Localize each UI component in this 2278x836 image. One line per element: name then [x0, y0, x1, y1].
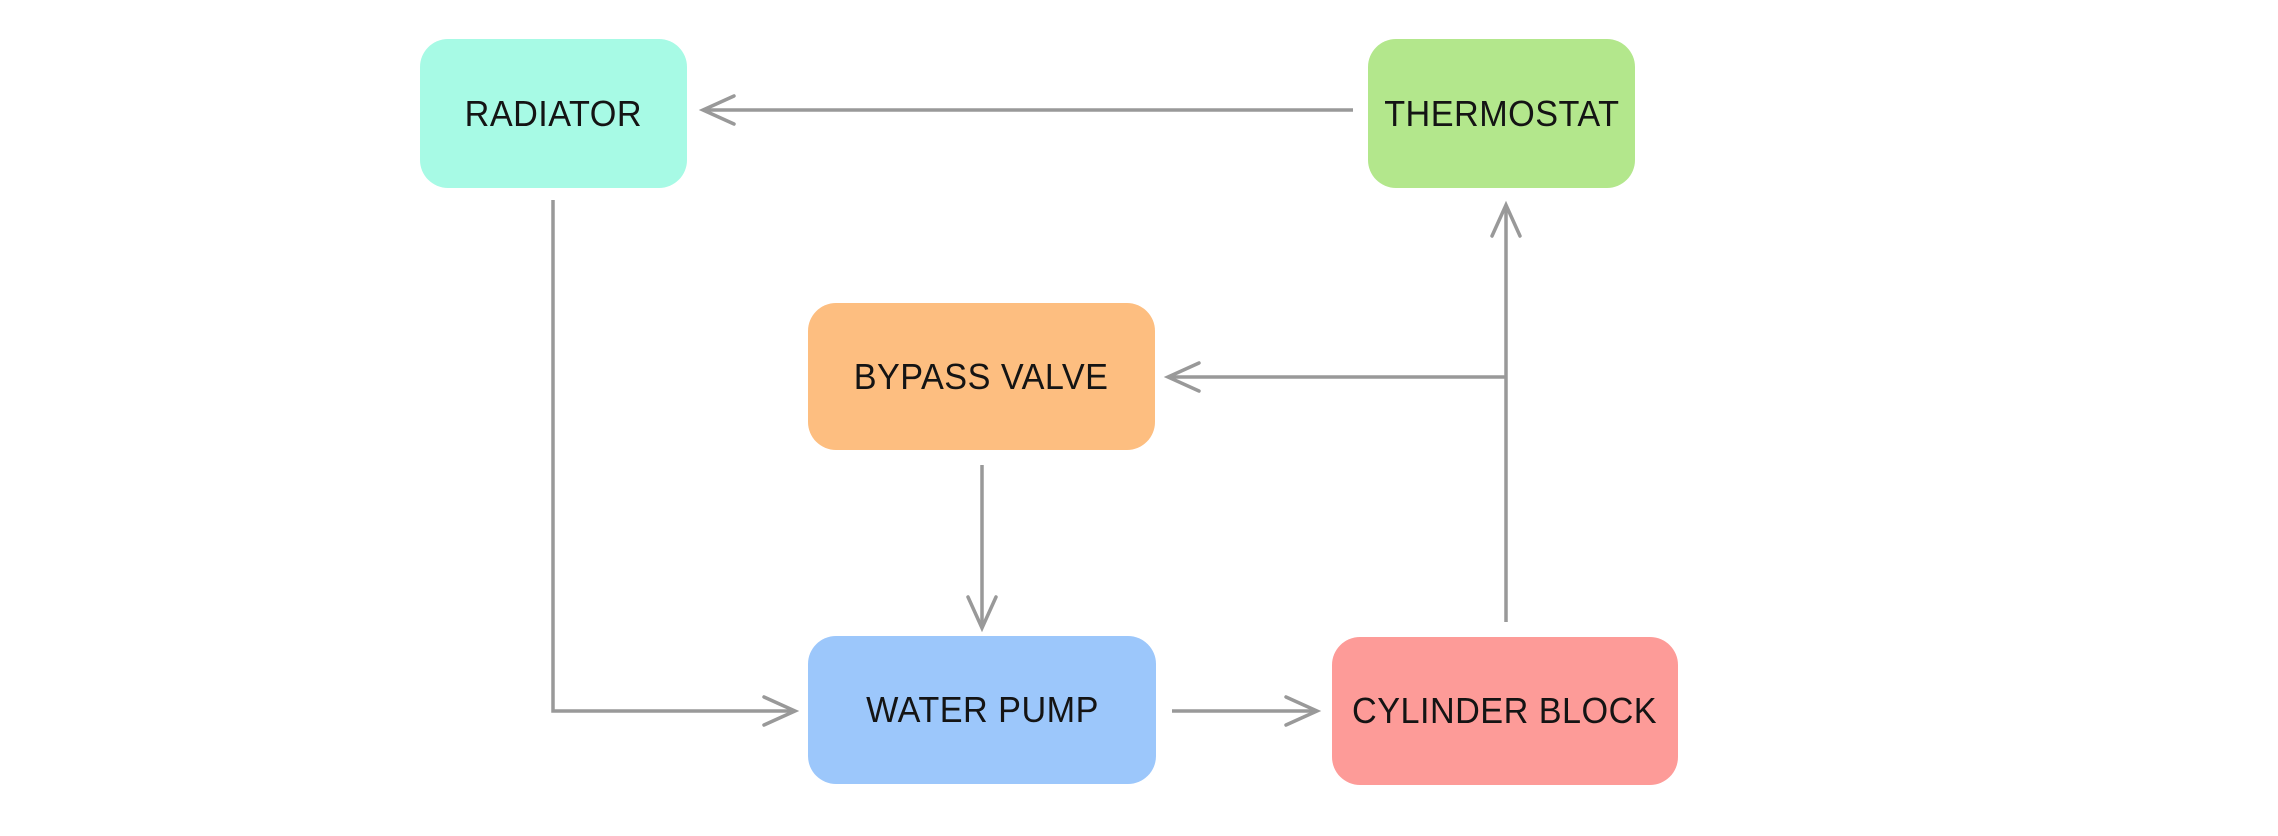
node-thermostat-label: THERMOSTAT — [1383, 92, 1620, 134]
node-bypass-valve: BYPASS VALVE — [808, 303, 1155, 450]
node-water-pump-label: WATER PUMP — [865, 689, 1099, 730]
node-water-pump: WATER PUMP — [808, 636, 1156, 784]
edge-radiator-to-water-pump — [551, 200, 800, 727]
node-cylinder-block-label: CYLINDER BLOCK — [1352, 690, 1658, 731]
node-cylinder-block: CYLINDER BLOCK — [1332, 637, 1678, 785]
node-bypass-valve-label: BYPASS VALVE — [854, 355, 1109, 397]
node-radiator-label: RADIATOR — [464, 92, 643, 134]
node-thermostat: THERMOSTAT — [1368, 39, 1635, 188]
node-radiator: RADIATOR — [420, 39, 687, 188]
